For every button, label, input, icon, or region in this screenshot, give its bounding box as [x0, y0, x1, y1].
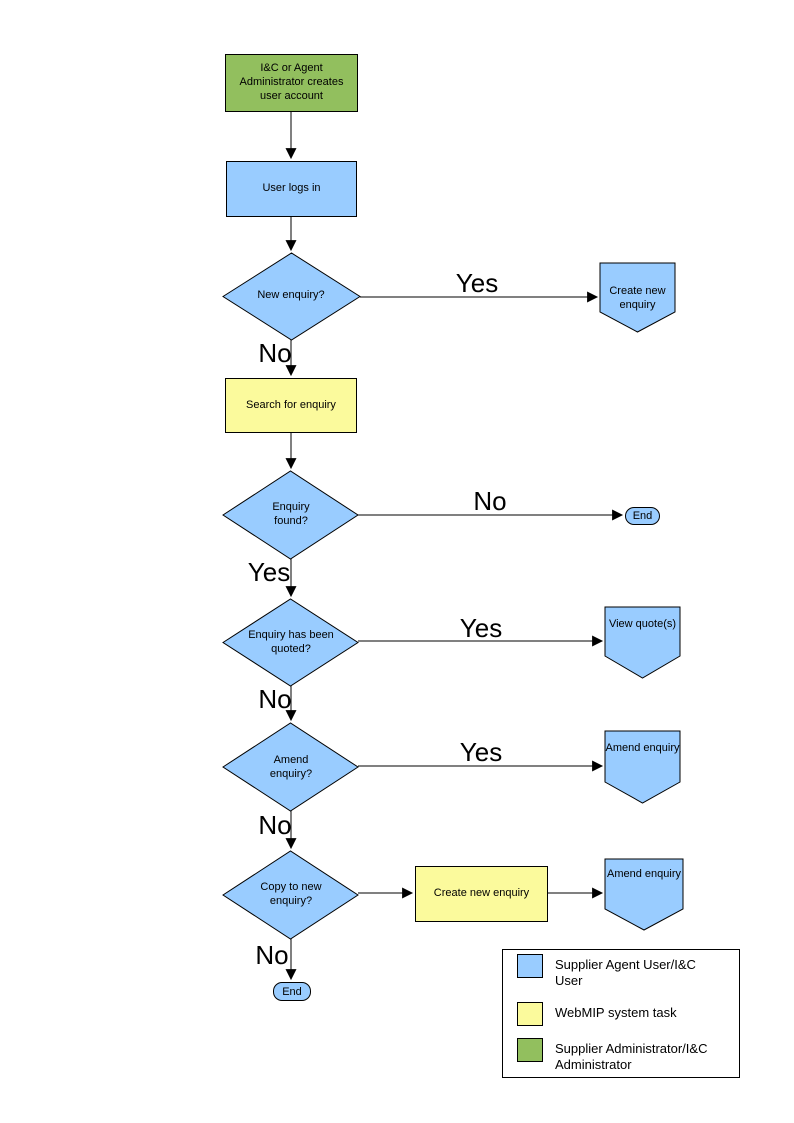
offpage-create-new-enquiry-label: Create new enquiry [609, 285, 666, 311]
terminator-end-right: End [625, 507, 660, 525]
legend-label: Supplier Administrator/I&C Administrator [555, 1040, 708, 1072]
branch-label-no-copy-to-new: No [255, 940, 289, 970]
legend-item-supplier-agent-user: Supplier Agent User/I&C User [517, 954, 725, 990]
legend-label: WebMIP system task [555, 1004, 677, 1020]
decision-diamond-enquiry-found [222, 470, 359, 560]
offpage-amend-enquiry-2-label: Amend enquiry [607, 868, 681, 881]
decision-diamond-enquiry-quoted [222, 598, 359, 687]
legend-label: Supplier Agent User/I&C User [555, 957, 696, 989]
terminator-end-bottom: End [273, 982, 311, 1001]
legend-swatch-yellow [517, 1001, 543, 1026]
branch-label-yes-new-enquiry: Yes [455, 268, 499, 298]
legend-item-supplier-administrator: Supplier Administrator/I&C Administrator [517, 1037, 725, 1074]
process-user-logs-in: User logs in [226, 161, 357, 217]
legend-swatch-blue [517, 954, 543, 978]
process-create-new-enquiry: Create new enquiry [415, 866, 548, 922]
decision-new-enquiry-label: New enquiry? [257, 289, 325, 302]
branch-label-no-new-enquiry: No [258, 338, 292, 368]
decision-diamond-amend-enquiry [222, 722, 359, 812]
legend: Supplier Agent User/I&C User WebMIP syst… [502, 949, 740, 1078]
branch-label-no-enquiry-quoted: No [258, 684, 292, 714]
decision-enquiry-found-label: Enquiry found? [272, 501, 310, 527]
decision-diamond-copy-to-new [222, 850, 359, 940]
offpage-create-new-enquiry [599, 262, 676, 333]
offpage-amend-enquiry-1-label: Amend enquiry [605, 742, 680, 755]
process-admin-creates-account: I&C or Agent Administrator creates user … [225, 54, 358, 112]
branch-label-yes-enquiry-quoted: Yes [459, 613, 503, 643]
branch-label-no-amend-enquiry: No [258, 810, 292, 840]
decision-diamond-new-enquiry [222, 252, 361, 341]
branch-label-no-enquiry-found: No [473, 486, 507, 516]
decision-amend-enquiry-label: Amend enquiry? [269, 754, 313, 780]
branch-label-yes-amend-enquiry: Yes [459, 737, 503, 767]
offpage-amend-enquiry-2 [604, 858, 684, 931]
offpage-view-quotes [604, 606, 681, 679]
legend-item-webmip-system-task: WebMIP system task [517, 1001, 725, 1026]
decision-copy-to-new-label: Copy to new enquiry? [260, 881, 322, 907]
decision-enquiry-quoted-label: Enquiry has been quoted? [248, 629, 334, 655]
process-search-for-enquiry: Search for enquiry [225, 378, 357, 433]
offpage-amend-enquiry-1 [604, 730, 681, 804]
offpage-view-quotes-label: View quote(s) [608, 618, 677, 631]
legend-swatch-green [517, 1037, 543, 1062]
branch-label-yes-enquiry-found: Yes [247, 557, 291, 587]
